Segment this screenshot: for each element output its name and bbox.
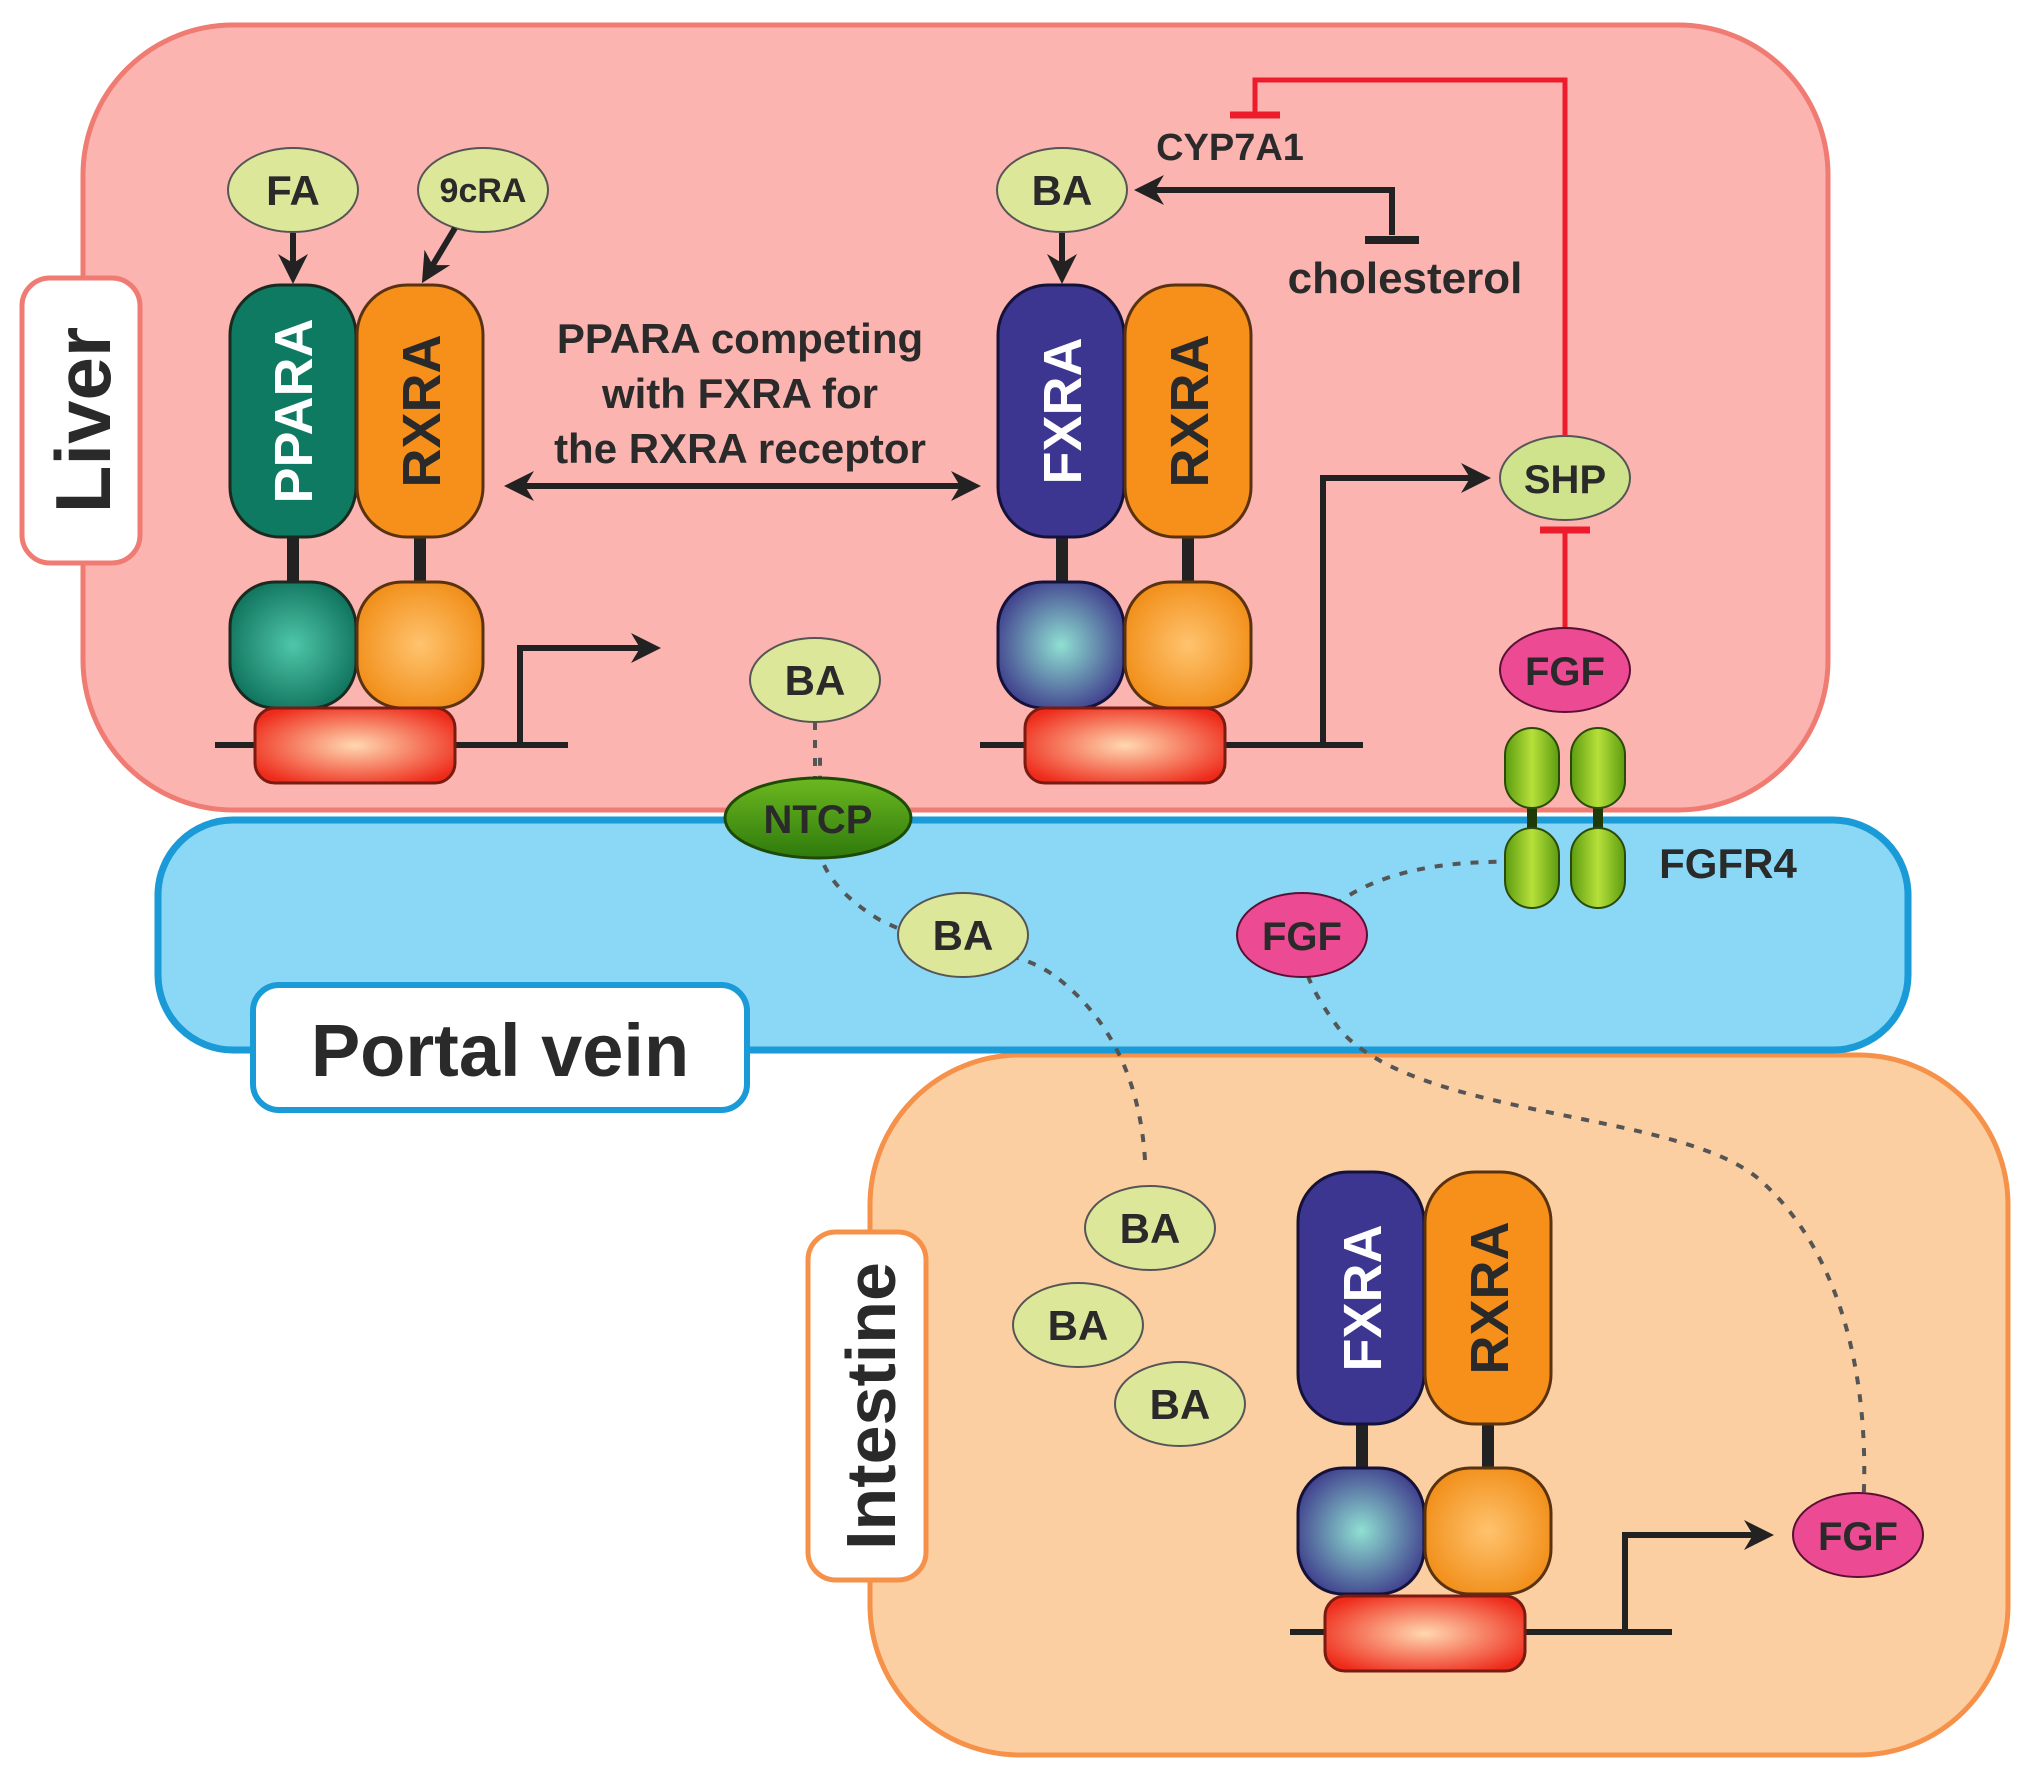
fa-ligand-label: FA [266,167,320,214]
9cra-ligand [417,147,549,233]
intestine-label-box [805,1229,929,1583]
ppara-receptor-label: PPARA [264,318,324,503]
ba-intestine-1 [1084,1185,1216,1271]
ppara-transcription-arrow [517,633,661,745]
fxre-response-element-intestine [1323,1594,1527,1673]
9cra-binding-arrow [421,226,458,284]
ntcp-transporter [723,776,913,860]
fgfr4-receptor [1504,727,1626,909]
ba-ligand-liver [996,147,1128,233]
rxra-receptor-left [355,283,485,539]
ba-ligand-liver-label: BA [1032,167,1093,214]
ppre-response-element [253,706,457,785]
cholesterol-label: cholesterol [1288,254,1523,303]
ba-intestine-3 [1114,1361,1246,1447]
ppara-dna-binding-domain [228,580,358,710]
fxra-receptor-liver-label: FXRA [1033,338,1093,485]
ntcp-transporter-label: NTCP [764,798,873,842]
rxra-dna-binding-domain-left [355,580,485,710]
liver-label-box [19,275,143,566]
fgf-portal-vein-label: FGF [1262,915,1342,959]
fgf-liver [1499,627,1631,713]
ba-liver-free-label: BA [785,657,846,704]
ba-portal-vein [897,892,1029,978]
rxra-receptor-left-label: RXRA [392,334,452,487]
competition-text-line-2: with FXRA for [601,370,878,417]
ba-transport-path [818,750,1147,1161]
fxre-response-element-liver [1023,706,1227,785]
competition-text-line-3: the RXRA receptor [554,425,926,472]
9cra-ligand-label: 9cRA [440,172,527,210]
portal-vein-label-box [250,982,750,1113]
fgf-portal-vein [1236,892,1368,978]
fgf-intestine-label: FGF [1818,1515,1898,1559]
ba-intestine-2 [1012,1282,1144,1368]
ba-intestine-3-label: BA [1150,1381,1211,1428]
fxra-dna-binding-domain-liver [996,580,1126,710]
rxra-receptor-right-label: RXRA [1160,334,1220,487]
cholesterol-to-ba-arrow [1134,175,1395,235]
fa-ligand [227,147,359,233]
ba-portal-vein-label: BA [933,912,994,959]
intestine-label: Intestine [832,1262,910,1550]
rxra-dna-binding-domain-right [1123,580,1253,710]
ba-intestine-1-label: BA [1120,1205,1181,1252]
fgf-transport-path [1298,949,1867,1511]
portal-vein-label: Portal vein [311,1009,689,1092]
fxra-receptor-intestine-label: FXRA [1333,1225,1393,1372]
fxra-dna-binding-domain-intestine [1296,1466,1426,1596]
shp-inhibits-cyp7a1-line [1252,77,1568,436]
fgf-liver-label: FGF [1525,650,1605,694]
fgf-receptor-binding-path [1333,859,1521,907]
rxra-dna-binding-domain-intestine [1423,1466,1553,1596]
fgfr4-label: FGFR4 [1659,840,1797,887]
shp-protein-label: SHP [1524,458,1606,502]
rxra-receptor-intestine [1423,1170,1553,1426]
competition-text-line-1: PPARA competing [557,315,923,362]
rxra-receptor-intestine-label: RXRA [1460,1221,1520,1374]
fgf-intestine [1792,1492,1924,1578]
rxra-receptor-right [1123,283,1253,539]
shp-transcription-arrow [1320,463,1491,745]
liver-label: Liver [39,327,127,513]
cyp7a1-label: CYP7A1 [1156,127,1304,169]
ba-intestine-2-label: BA [1048,1302,1109,1349]
fgf-transcription-arrow [1622,1520,1774,1632]
